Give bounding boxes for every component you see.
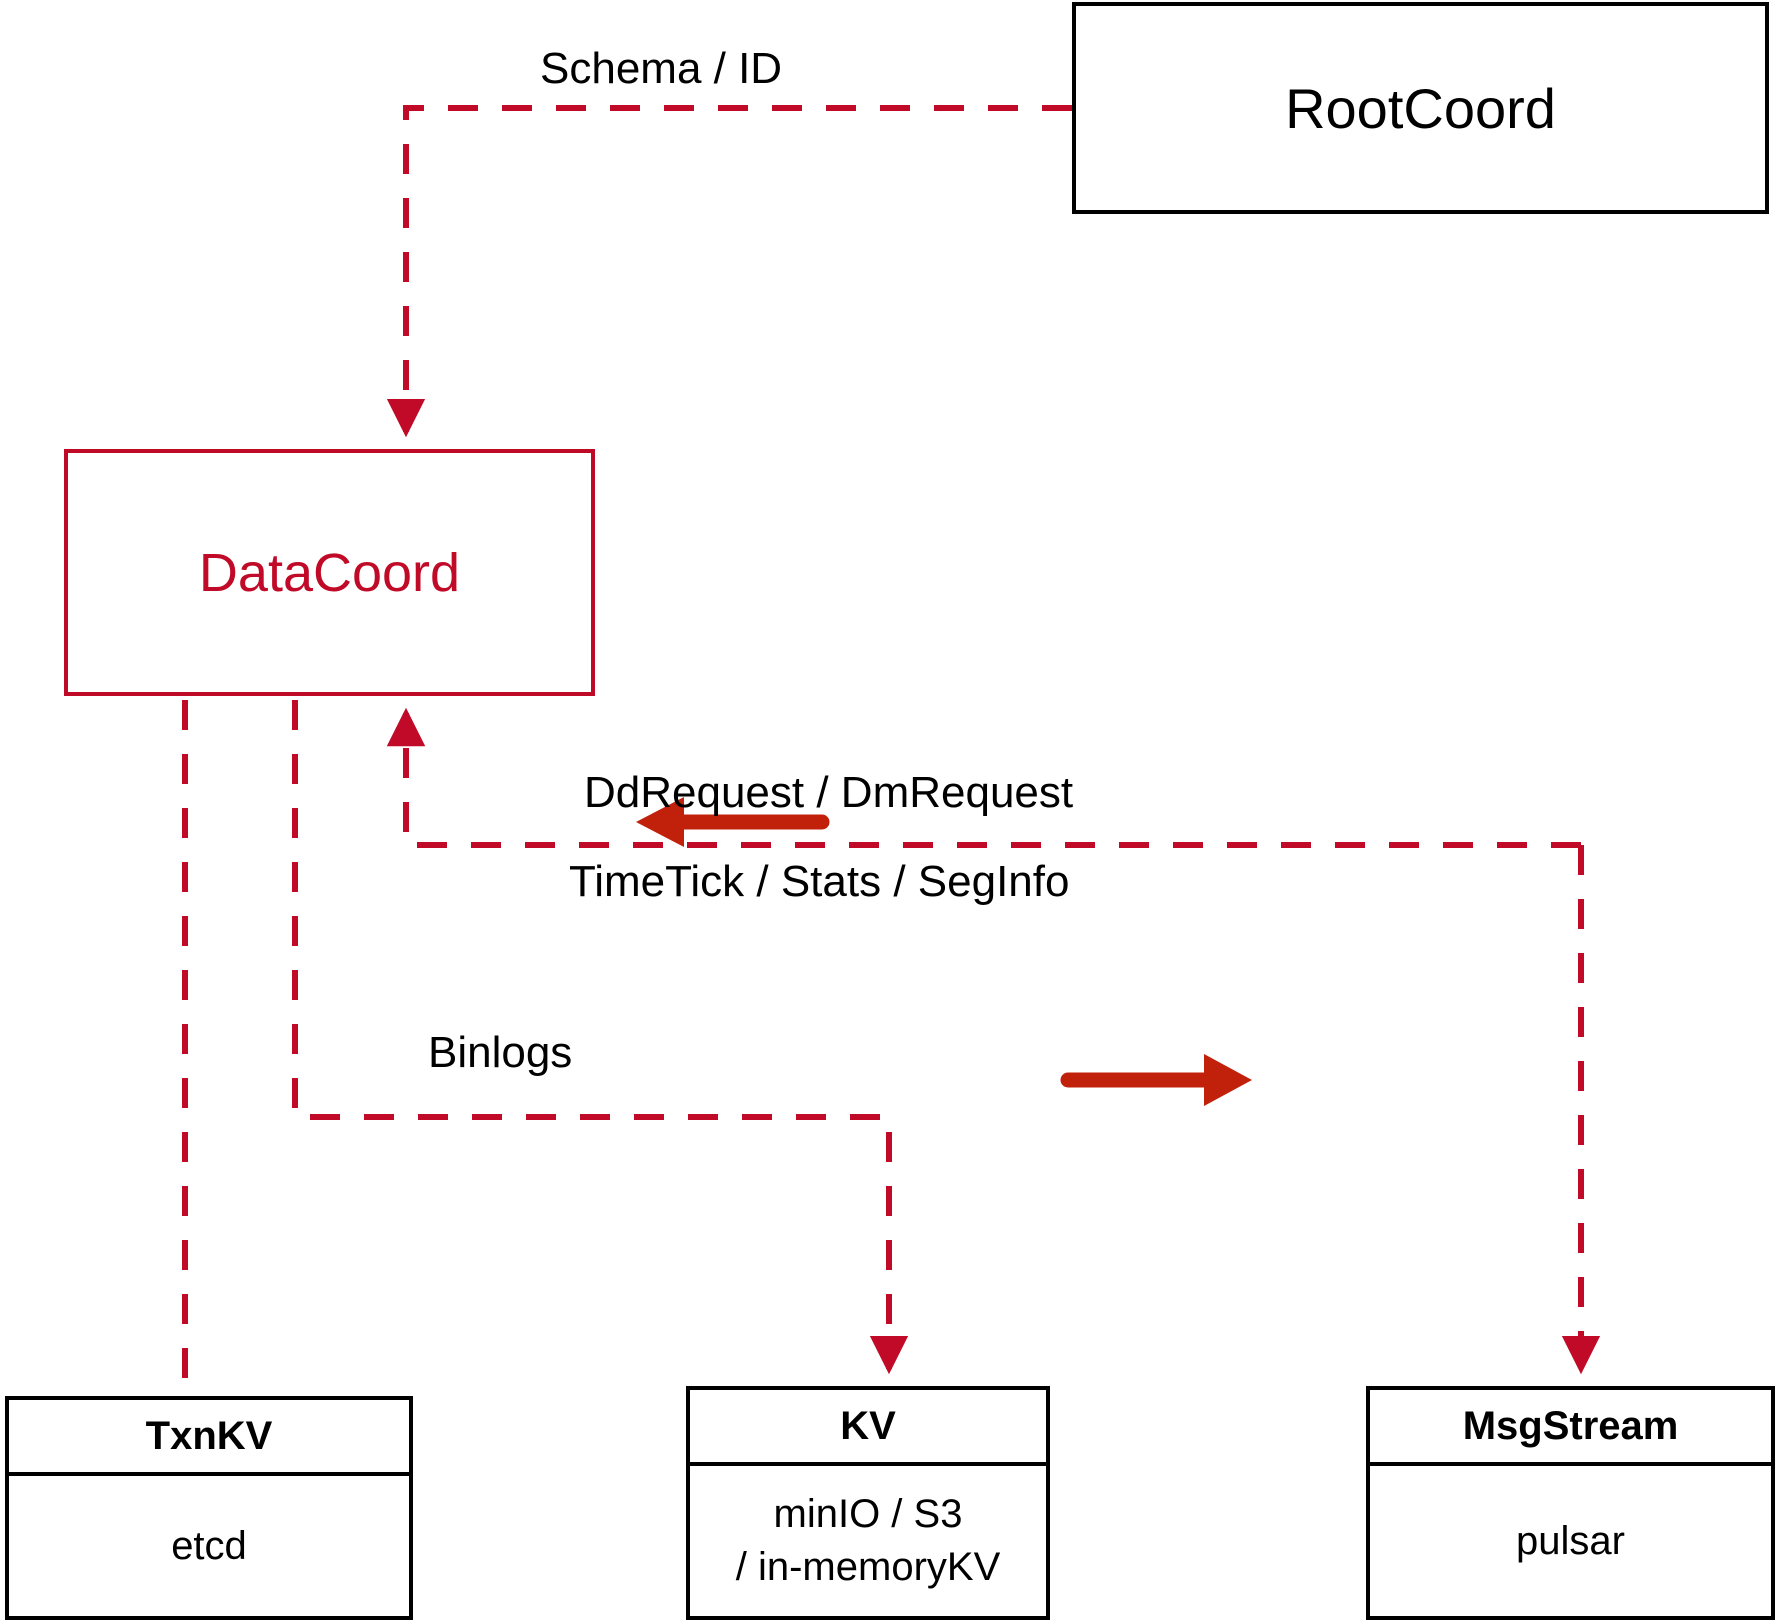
edge-binlogs [292,700,909,1375]
node-txnkv-subtitle-wrap: etcd [9,1476,409,1616]
node-txnkv[interactable]: TxnKV etcd [5,1396,413,1620]
node-rootcoord[interactable]: RootCoord [1072,2,1769,214]
node-rootcoord-label: RootCoord [1285,76,1556,140]
node-kv-subtitle-line2: / in-memoryKV [735,1545,1001,1589]
edge-ddrequest [386,707,1581,848]
node-txnkv-subtitle: etcd [171,1523,247,1568]
node-kv-title: KV [690,1390,1046,1466]
edge-label-ddrequest: DdRequest / DmRequest [584,768,1074,817]
node-txnkv-title: TxnKV [9,1400,409,1476]
direction-marker-right-icon [1060,1054,1252,1106]
node-msgstream-subtitle-wrap: pulsar [1370,1466,1771,1616]
direction-marker-left-icon [636,797,830,847]
edge-label-timetick: TimeTick / Stats / SegInfo [569,857,1070,906]
node-datacoord[interactable]: DataCoord [64,449,595,696]
edge-label-binlogs: Binlogs [428,1028,573,1077]
node-datacoord-label: DataCoord [198,542,461,603]
node-kv-subtitle-line1: minIO / S3 [773,1492,963,1537]
node-kv[interactable]: KV minIO / S3 / in-memoryKV [686,1386,1050,1620]
node-msgstream[interactable]: MsgStream pulsar [1366,1386,1775,1620]
edge-label-schema-id: Schema / ID [540,44,783,93]
node-msgstream-title: MsgStream [1370,1390,1771,1466]
node-kv-subtitle-wrap: minIO / S3 / in-memoryKV [690,1466,1046,1616]
edge-schema-id [386,105,1072,438]
node-msgstream-subtitle: pulsar [1516,1518,1625,1563]
